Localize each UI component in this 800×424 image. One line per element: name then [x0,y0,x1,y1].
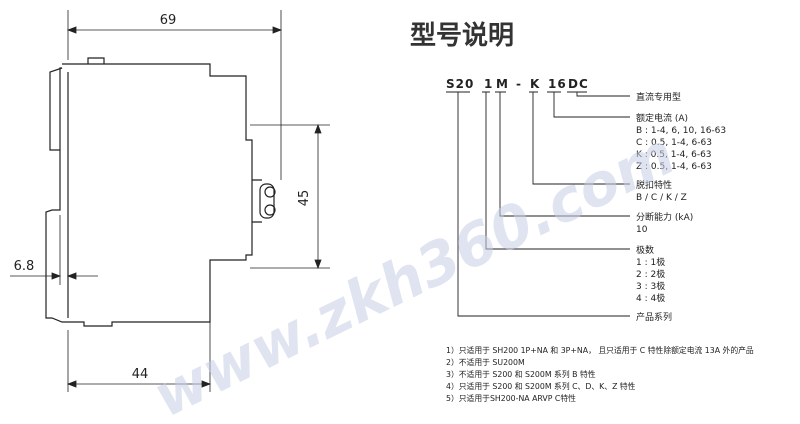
footnote-3: 3）不适用于 S200 和 S200M 系列 B 特性 [446,369,596,379]
code-part-current: 16 [548,77,567,91]
leader-lines [457,92,630,317]
terminal-screw [252,179,276,223]
legend-capacity: 分断能力 (kA) [636,211,693,223]
legend-rated-current-k: K : 0.5, 1-4, 6-63 [636,150,712,160]
dim-width-bottom: 44 [132,367,149,382]
breaker-side-view [45,57,276,327]
top-clip [87,57,105,64]
legend-poles-3: 3 : 3极 [636,280,665,292]
code-part-dc: DC [568,77,589,91]
dim-width-top: 69 [160,13,177,28]
dimension-lines [10,10,330,392]
watermark: www.zkh360.com [143,119,686,420]
code-part-poles: 1 [484,77,493,91]
footnote-2: 2）不适用于 SU200M [446,357,525,367]
legend-dc: 直流专用型 [636,91,681,103]
legend-capacity-value: 10 [636,225,648,235]
footnote-1: 1）只适用于 SH200 1P+NA 和 3P+NA， 且只适用于 C 特性除额… [446,345,754,355]
dim-depth-left: 6.8 [14,259,35,274]
legend-poles-1: 1 : 1极 [636,256,665,268]
legend-series: 产品系列 [636,311,672,323]
legend-rated-current: 额定电流 (A) [636,112,688,124]
legend-poles: 极数 [636,244,654,256]
code-part-series: S20 [446,77,474,91]
dim-height-terminal: 45 [297,190,312,207]
footnotes: 1）只适用于 SH200 1P+NA 和 3P+NA， 且只适用于 C 特性除额… [446,345,754,403]
legend-trip: 脱扣特性 [636,179,672,191]
code-part-capacity: M [496,77,509,91]
legend-rated-current-z: Z : 0.5, 1-4, 6-63 [636,162,712,172]
legend-poles-4: 4 : 4极 [636,292,665,304]
code-part-dash: - [516,77,522,91]
legend-rated-current-b: B : 1-4, 6, 10, 16-63 [636,126,726,136]
legend-poles-2: 2 : 2极 [636,268,665,280]
legend: 直流专用型 额定电流 (A) B : 1-4, 6, 10, 16-63 C :… [636,91,726,323]
model-code: S20 1 M - K 16 DC [446,77,589,91]
model-title: 型号说明 [410,21,514,51]
legend-rated-current-c: C : 0.5, 1-4, 6-63 [636,138,712,148]
footnote-5: 5）只适用于SH200-NA ARVP C特性 [446,393,576,403]
footnote-4: 4）只适用于 S200 和 S200M 系列 C、D、K、Z 特性 [446,381,636,391]
legend-trip-values: B / C / K / Z [636,193,687,203]
breaker-outline [45,63,253,327]
code-part-trip: K [530,77,540,91]
